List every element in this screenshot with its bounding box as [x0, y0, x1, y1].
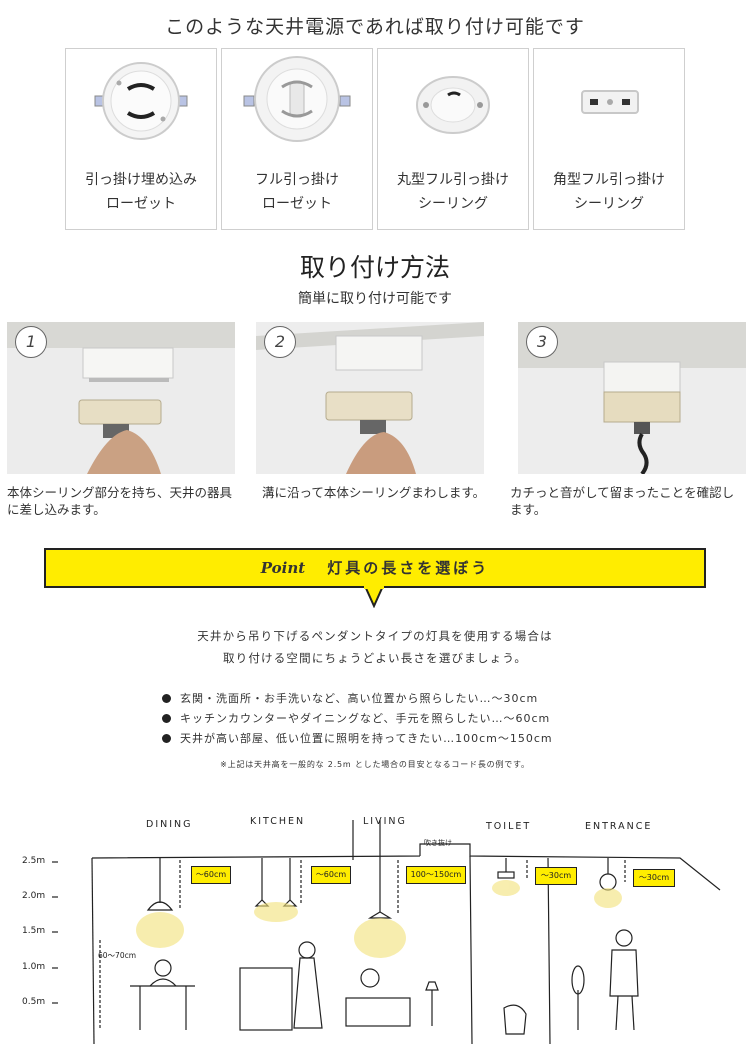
method-title: 取り付け方法	[299, 253, 450, 282]
round-ceiling-icon	[416, 76, 490, 134]
table-height-label: 60〜70cm	[98, 951, 137, 960]
height-label: 1.5m	[22, 926, 46, 936]
method-subtitle: 簡単に取り付け可能です	[298, 291, 452, 307]
tile-label: シーリング	[418, 196, 488, 212]
cord-length-tag: 〜60cm	[311, 866, 351, 884]
step-caption: カチっと音がして留まったことを確認します。	[510, 485, 735, 517]
bullet-item: 天井が高い部屋、低い位置に照明を持ってきたい…100cm〜150cm	[162, 730, 553, 746]
bullet-item: 玄関・洗面所・お手洗いなど、高い位置から照らしたい…〜30cm	[162, 690, 538, 706]
step-number: 3	[526, 326, 558, 358]
tile-label: シーリング	[574, 196, 644, 212]
step-photo: 1	[7, 322, 235, 474]
room-label: DINING	[146, 819, 193, 830]
height-label: 0.5m	[22, 997, 46, 1007]
room-illustration	[52, 820, 721, 1044]
intro-line: 取り付ける空間にちょうどよい長さを選びましょう。	[222, 651, 528, 665]
room-label: KITCHEN	[250, 816, 306, 827]
point-title: 灯具の長さを選ぼう	[327, 559, 490, 577]
height-label: 2.0m	[22, 891, 46, 901]
banner-tail	[363, 586, 385, 608]
room-label: TOILET	[486, 821, 532, 832]
step-photo: 2	[256, 322, 484, 474]
bullet-text: キッチンカウンターやダイニングなど、手元を照らしたい…〜60cm	[180, 712, 551, 725]
footnote: ※上記は天井高を一般的な 2.5m とした場合の目安となるコード長の例です。	[220, 760, 530, 769]
point-label: Point	[260, 559, 306, 577]
cord-length-tag: 100〜150cm	[406, 866, 466, 884]
step-number: 2	[264, 326, 296, 358]
full-rosette-icon	[243, 56, 351, 142]
bullet-icon	[162, 694, 171, 703]
point-banner: Point 灯具の長さを選ぼう	[44, 548, 706, 588]
cord-length-tag: 〜30cm	[633, 869, 675, 887]
step-caption: 本体シーリング部分を持ち、天井の器具に差し込みます。	[7, 485, 233, 517]
bullet-item: キッチンカウンターやダイニングなど、手元を照らしたい…〜60cm	[162, 710, 550, 726]
height-label: 1.0m	[22, 962, 46, 972]
embedded-rosette-icon	[94, 62, 188, 140]
bullet-icon	[162, 714, 171, 723]
bullet-text: 玄関・洗面所・お手洗いなど、高い位置から照らしたい…〜30cm	[180, 692, 539, 705]
height-label: 2.5m	[22, 856, 46, 866]
bullet-text: 天井が高い部屋、低い位置に照明を持ってきたい…100cm〜150cm	[180, 732, 553, 745]
fukinuke-label: 吹き抜け	[424, 839, 452, 847]
tile-label: 丸型フル引っ掛け	[397, 172, 509, 188]
room-label: LIVING	[363, 816, 407, 827]
tile-label: フル引っ掛け	[255, 172, 339, 188]
step-caption: 溝に沿って本体シーリングまわします。	[262, 485, 486, 500]
room-label: ENTRANCE	[585, 821, 653, 832]
tile-label: ローゼット	[106, 196, 176, 212]
ceiling-type-tile: 角型フル引っ掛け シーリング	[533, 48, 685, 230]
cord-length-tag: 〜60cm	[191, 866, 231, 884]
ceiling-type-tile: 丸型フル引っ掛け シーリング	[377, 48, 529, 230]
bullet-icon	[162, 734, 171, 743]
cord-length-tag: 〜30cm	[535, 867, 577, 885]
ceiling-type-tile: 引っ掛け埋め込み ローゼット	[65, 48, 217, 230]
tile-label: 角型フル引っ掛け	[553, 172, 665, 188]
tile-label: ローゼット	[262, 196, 332, 212]
square-ceiling-icon	[581, 90, 639, 114]
ceiling-type-tile: フル引っ掛け ローゼット	[221, 48, 373, 230]
step-number: 1	[15, 326, 47, 358]
step-photo: 3	[518, 322, 746, 474]
intro-line: 天井から吊り下げるペンダントタイプの灯具を使用する場合は	[197, 629, 553, 643]
tile-label: 引っ掛け埋め込み	[85, 172, 197, 188]
section-title: このような天井電源であれば取り付け可能です	[165, 16, 585, 38]
